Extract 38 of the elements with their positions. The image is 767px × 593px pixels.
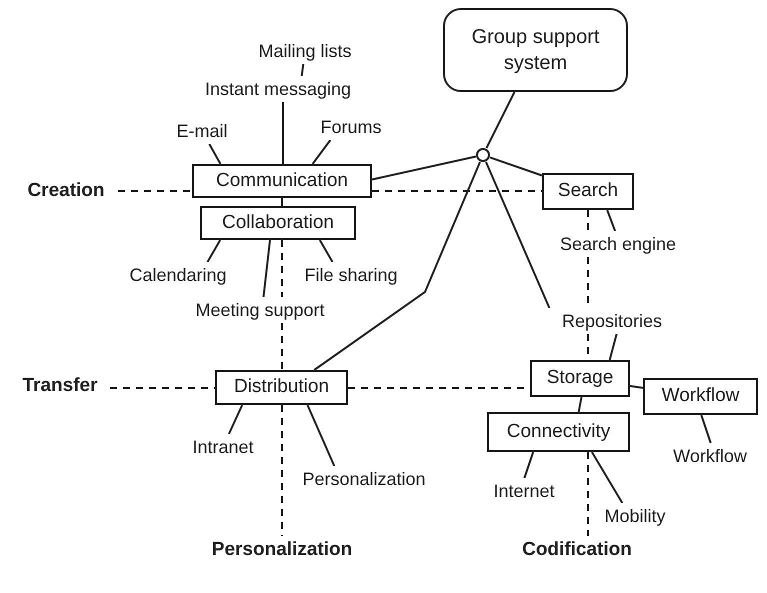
connector-line (228, 404, 244, 434)
category-box: Collaboration (200, 206, 356, 240)
connector-line (314, 162, 481, 371)
connector-line (282, 102, 284, 164)
category-box: Communication (192, 164, 372, 198)
system-box: Group support system (443, 8, 628, 92)
connector-line (300, 64, 304, 76)
connector-line (281, 198, 283, 206)
dashed-line (587, 452, 589, 536)
category-box: Storage (530, 360, 630, 397)
category-box: Connectivity (487, 412, 630, 452)
connector-line (490, 156, 542, 176)
dashed-line (281, 405, 283, 536)
dashed-line (281, 240, 283, 297)
connector-line (606, 210, 616, 232)
connector-line (608, 334, 618, 360)
connector-line (486, 92, 516, 148)
category-box: Distribution (215, 370, 348, 405)
dashed-line (118, 190, 192, 192)
connector-line (312, 139, 332, 165)
connector-line (306, 404, 336, 466)
dashed-line (587, 210, 589, 231)
category-box: Workflow (643, 378, 758, 415)
connector-line (206, 240, 222, 262)
category-box: Search (542, 173, 634, 210)
connector-line (372, 156, 476, 180)
connector-line (523, 452, 534, 478)
dashed-line (372, 190, 542, 192)
connector-line (208, 144, 222, 164)
connector-line (485, 162, 550, 308)
connector-line (578, 396, 582, 412)
connector-line (262, 240, 271, 298)
connector-line (318, 240, 334, 262)
dashed-line (110, 387, 215, 389)
connector-line (630, 385, 644, 389)
dashed-line (281, 323, 283, 370)
connector-line (700, 414, 712, 444)
connector-line (591, 451, 624, 504)
